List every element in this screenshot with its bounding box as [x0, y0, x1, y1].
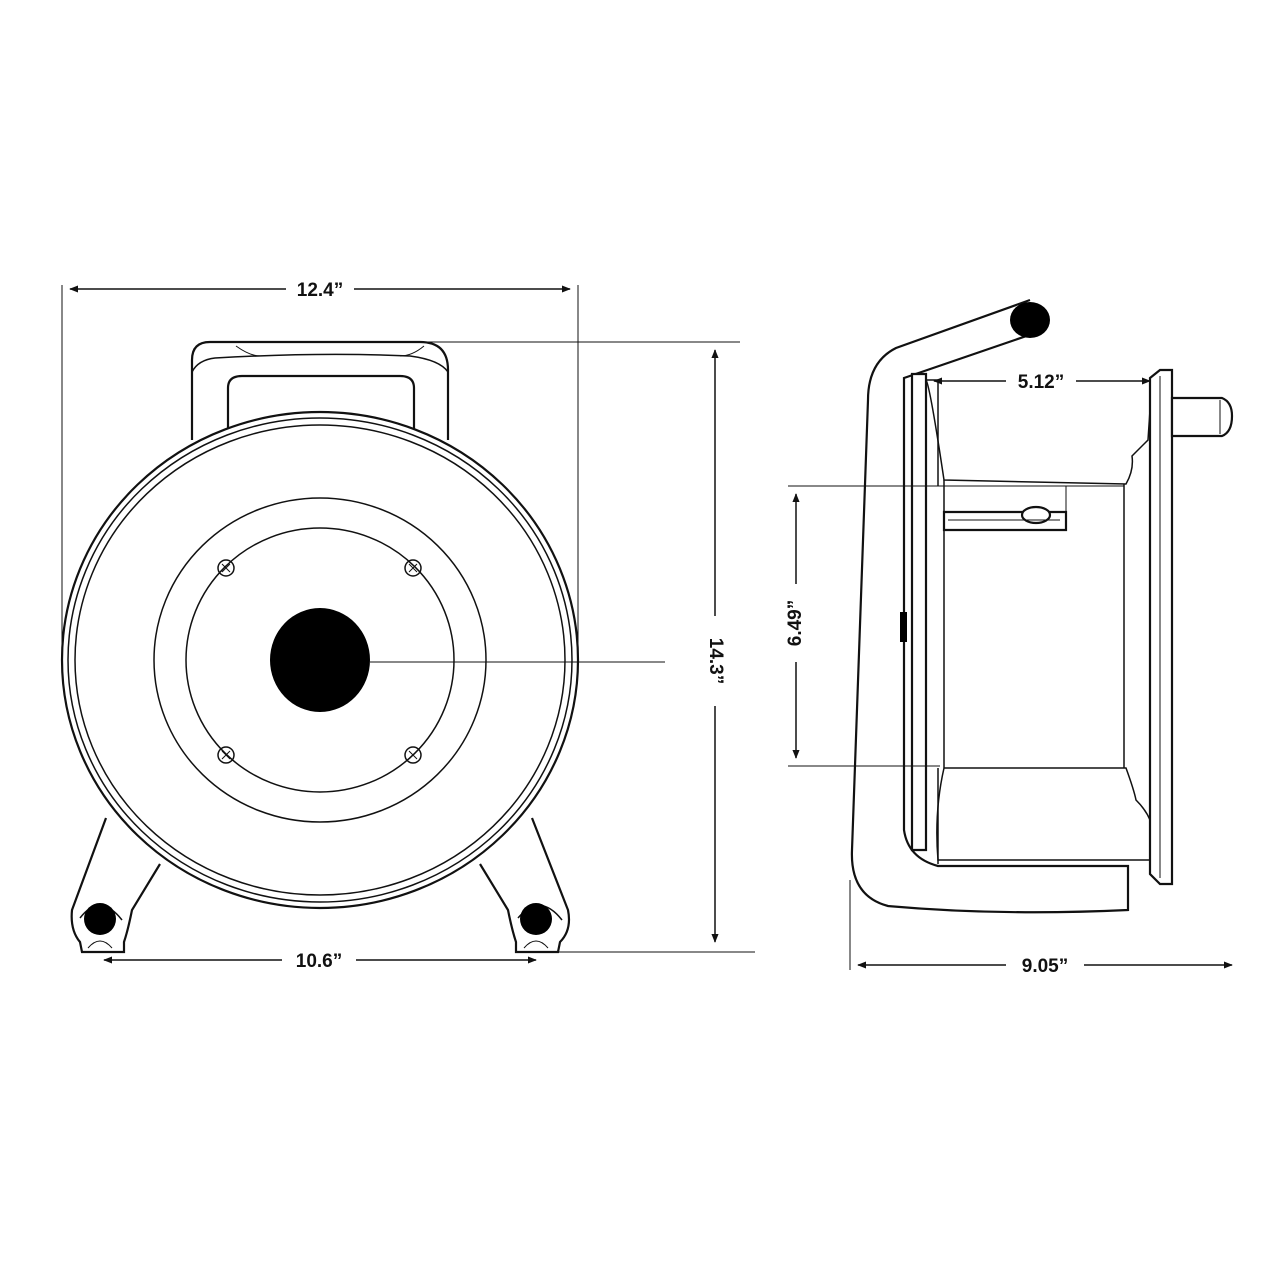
front-foot-right: [479, 817, 571, 954]
left-foot-hole: [84, 903, 116, 935]
side-flange: [1148, 368, 1174, 886]
dim-label-foot-span: 10.6”: [296, 951, 342, 972]
dim-foot-span: 10.6”: [103, 951, 537, 972]
dim-front-height: 14.3”: [705, 349, 726, 943]
dim-label-front-height: 14.3”: [705, 638, 726, 684]
dim-label-drum-width: 5.12”: [1018, 372, 1064, 393]
front-drum: [60, 410, 665, 910]
crank-knob: [1170, 396, 1234, 438]
handle-grip-end: [1010, 302, 1050, 338]
front-foot-left: [70, 817, 161, 954]
hub-plate: [153, 497, 487, 823]
screw-icon: [217, 559, 422, 764]
dim-label-front-width: 12.4”: [297, 280, 343, 301]
hub-ring: [185, 527, 455, 793]
side-frame: [850, 298, 1130, 914]
dim-label-core-height: 6.49”: [785, 600, 806, 646]
dim-side-depth: 9.05”: [857, 956, 1233, 977]
center-spindle: [270, 608, 370, 712]
right-foot-hole: [520, 903, 552, 935]
dim-front-width: 12.4”: [69, 280, 571, 301]
side-view: 5.12” 6.49” 9.05”: [785, 298, 1234, 977]
dim-core-height: 6.49”: [785, 493, 806, 759]
core-bracket: [942, 486, 1068, 532]
side-drum: [910, 368, 1174, 886]
frame-latch: [900, 612, 907, 642]
dim-drum-width: 5.12”: [933, 372, 1151, 393]
front-view: 12.4” 14.3” 10.6”: [60, 280, 755, 972]
bearing-knob: [1020, 505, 1052, 525]
dim-label-side-depth: 9.05”: [1022, 956, 1068, 977]
